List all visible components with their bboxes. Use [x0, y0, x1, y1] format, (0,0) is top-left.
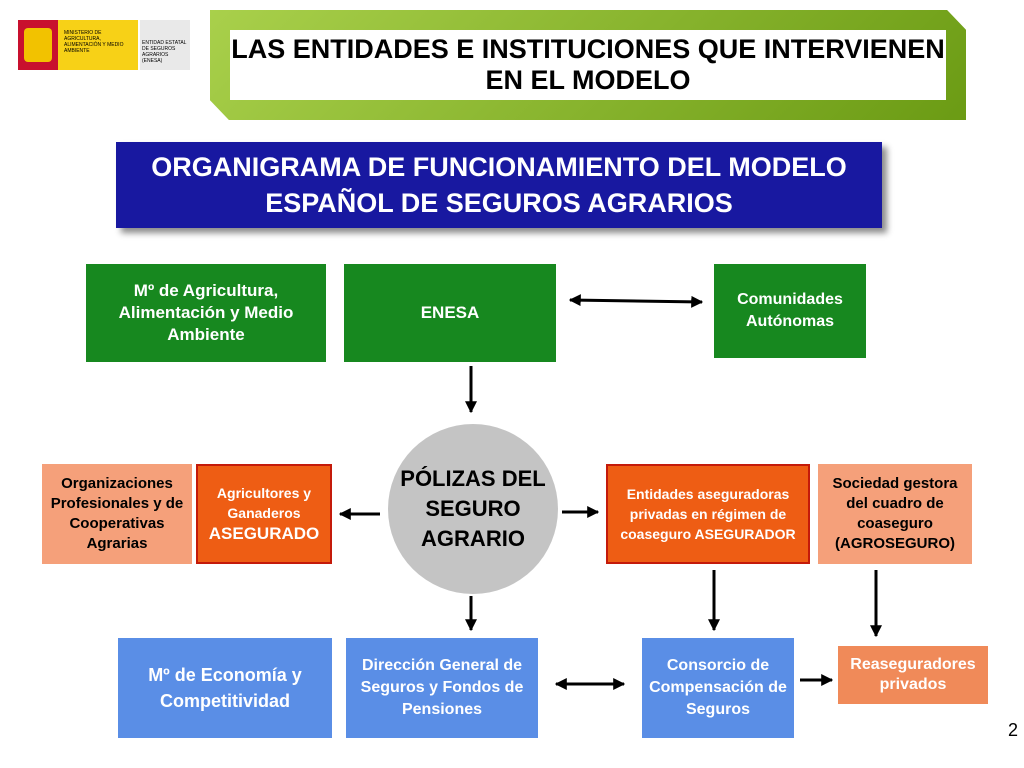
node-policies-circle: PÓLIZAS DEL SEGURO AGRARIO	[388, 424, 558, 594]
node-ministry-agriculture: Mº de Agricultura, Alimentación y Medio …	[86, 264, 326, 362]
node-agroseguro: Sociedad gestora del cuadro de coaseguro…	[818, 464, 972, 564]
node-private-reinsurers: Reaseguradores privados	[838, 646, 988, 704]
diagram-subtitle: ORGANIGRAMA DE FUNCIONAMIENTO DEL MODELO…	[116, 142, 882, 228]
page-number: 2	[1007, 720, 1018, 740]
node-enesa: ENESA	[344, 264, 556, 362]
page-title: LAS ENTIDADES E INSTITUCIONES QUE INTERV…	[230, 30, 946, 100]
node-consorcio: Consorcio de Compensación de Seguros	[642, 638, 794, 738]
logo-yellow-band	[58, 20, 140, 70]
logo-gray-band	[138, 20, 190, 70]
node-insurance-entities: Entidades aseguradoras privadas en régim…	[606, 464, 810, 564]
node-insured-label: ASEGURADO	[208, 524, 320, 543]
coat-of-arms-icon	[24, 28, 52, 62]
node-farmers: Agricultores y Ganaderos ASEGURADO	[196, 464, 332, 564]
node-autonomous-communities: Comunidades Autónomas	[714, 264, 866, 358]
node-ministry-economy: Mº de Economía y Competitividad	[118, 638, 332, 738]
logo-ministry-text: MINISTERIO DE AGRICULTURA, ALIMENTACIÓN …	[64, 30, 124, 54]
node-farmers-label: Agricultores y Ganaderos	[216, 485, 312, 521]
logo-enesa-text: ENTIDAD ESTATAL DE SEGUROS AGRARIOS (ENE…	[142, 40, 187, 64]
node-professional-organizations: Organizaciones Profesionales y de Cooper…	[42, 464, 192, 564]
logo-block: MINISTERIO DE AGRICULTURA, ALIMENTACIÓN …	[18, 20, 190, 70]
node-directorate-general: Dirección General de Seguros y Fondos de…	[346, 638, 538, 738]
arrow-enesa-ccaa	[568, 294, 704, 308]
